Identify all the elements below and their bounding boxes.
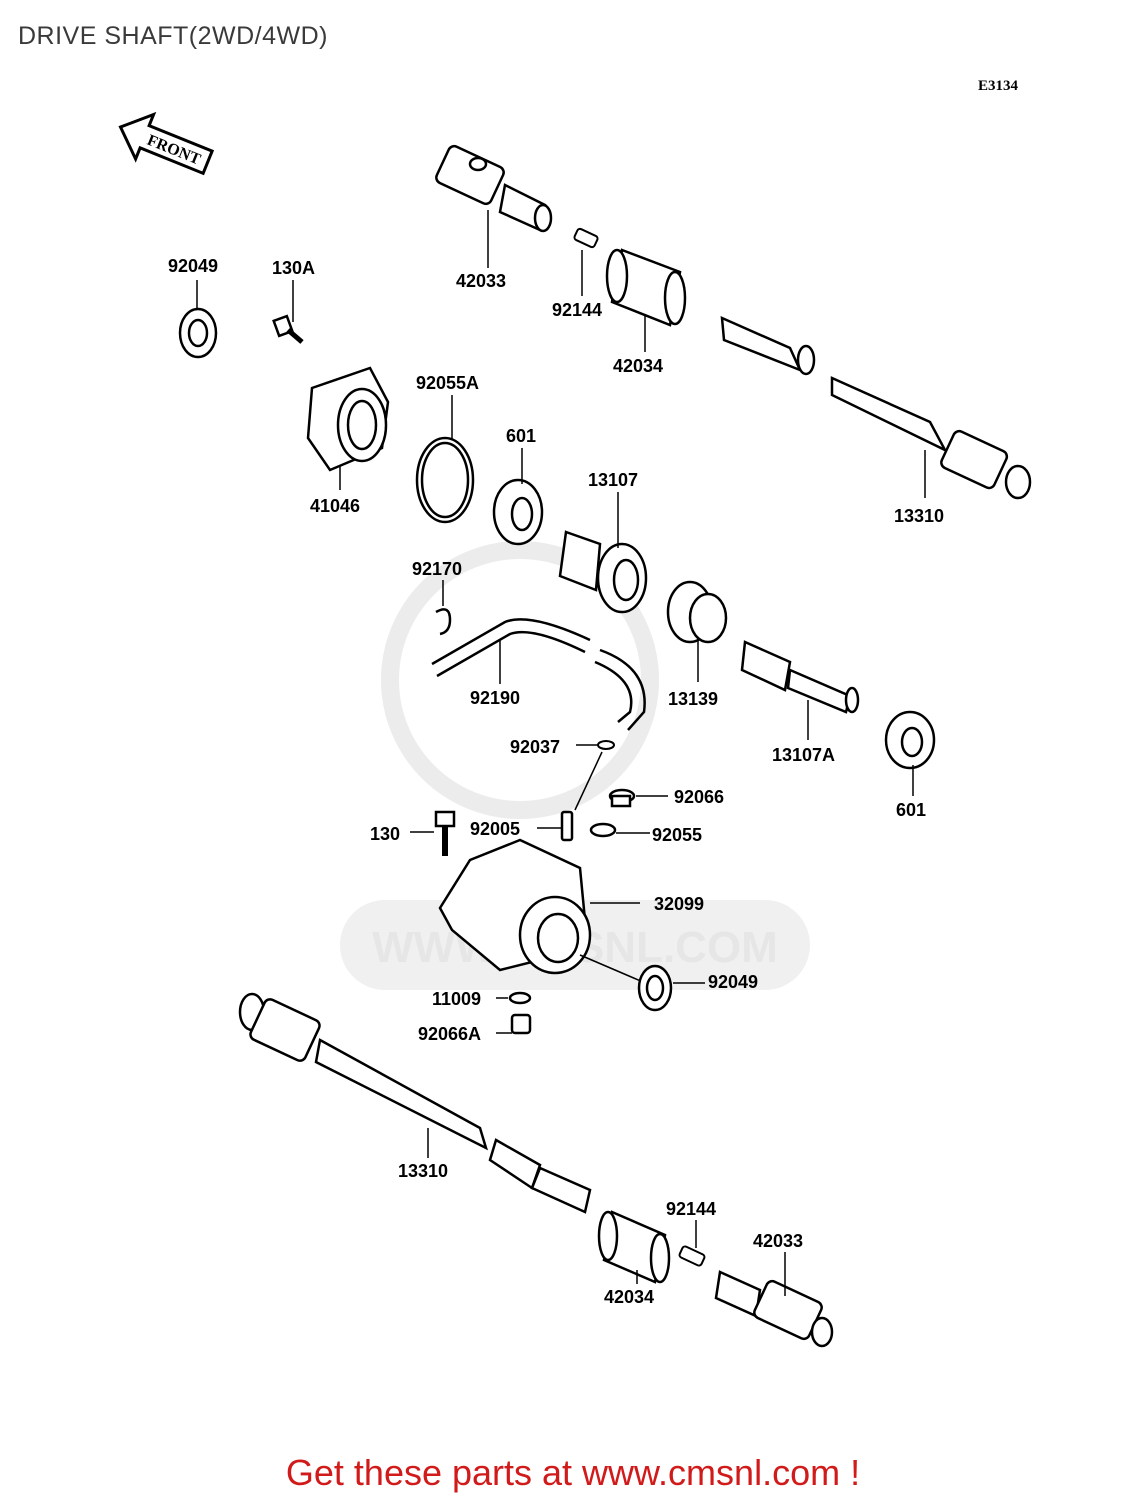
gasket-92055 [589, 822, 650, 838]
plug-92066A [496, 1013, 532, 1035]
part-label-13310-top: 13310 [894, 506, 944, 526]
shaft-13107A [740, 640, 860, 740]
bolt-130A [272, 280, 304, 344]
part-label-92055: 92055 [652, 825, 702, 845]
oil-seal-92049-top [178, 280, 218, 359]
gear-case-32099 [438, 838, 651, 986]
part-label-92190: 92190 [470, 688, 520, 708]
oil-seal-92049-bottom [637, 964, 705, 1012]
bearing-601-top [492, 448, 544, 546]
part-label-42033-bottom: 42033 [753, 1231, 803, 1251]
part-label-42033-top: 42033 [456, 271, 506, 291]
yoke-42033-bottom [714, 1252, 834, 1348]
washer-11009 [496, 991, 532, 1005]
part-label-92066: 92066 [674, 787, 724, 807]
clamp-92037 [576, 740, 615, 750]
part-label-92055A: 92055A [416, 373, 479, 393]
part-label-601-right: 601 [896, 800, 926, 820]
part-label-92170: 92170 [412, 559, 462, 579]
bolt-130 [410, 810, 456, 856]
diagram-code: E3134 [978, 78, 1019, 94]
part-label-92005: 92005 [470, 819, 520, 839]
page-title: DRIVE SHAFT(2WD/4WD) [18, 22, 328, 50]
o-ring-92055A [415, 395, 475, 524]
fitting-92005 [537, 751, 603, 842]
plug-92066 [608, 788, 668, 808]
housing-41046 [306, 366, 390, 490]
part-label-41046: 41046 [310, 496, 360, 516]
part-label-13310-bottom: 13310 [398, 1161, 448, 1181]
spring-92144-top [573, 227, 599, 296]
part-label-13107A: 13107A [772, 745, 835, 765]
sleeve-42034-top [605, 248, 687, 352]
part-label-11009: 11009 [432, 989, 481, 1009]
part-label-92049-top: 92049 [168, 256, 218, 276]
footer-link-text[interactable]: Get these parts at www.cmsnl.com ! [285, 1452, 861, 1493]
part-label-13139: 13139 [668, 689, 718, 709]
part-label-601-top: 601 [506, 426, 536, 446]
part-label-130A: 130A [272, 258, 315, 278]
part-label-92037: 92037 [510, 737, 560, 757]
bearing-601-right [884, 710, 936, 796]
part-label-42034-top: 42034 [613, 356, 663, 376]
hose-92190 [431, 618, 646, 731]
clip-92170 [435, 580, 452, 636]
part-label-42034-bottom: 42034 [604, 1287, 654, 1307]
part-label-92049-bottom: 92049 [708, 972, 758, 992]
shaft-13107 [558, 492, 648, 614]
drive-shaft-13310-bottom [238, 992, 592, 1214]
gear-13139 [666, 580, 728, 682]
part-label-92144-bottom: 92144 [666, 1199, 716, 1219]
part-label-92144-top: 92144 [552, 300, 602, 320]
part-label-32099: 32099 [654, 894, 704, 914]
yoke-42033-top [435, 144, 553, 268]
spring-92144-bottom [678, 1220, 706, 1267]
drive-shaft-13310-top [720, 315, 1032, 500]
sleeve-42034-bottom [597, 1210, 671, 1284]
part-label-92066A: 92066A [418, 1024, 481, 1044]
part-label-130: 130 [370, 824, 400, 844]
front-arrow-icon: FRONT [118, 111, 215, 176]
part-label-13107: 13107 [588, 470, 638, 490]
